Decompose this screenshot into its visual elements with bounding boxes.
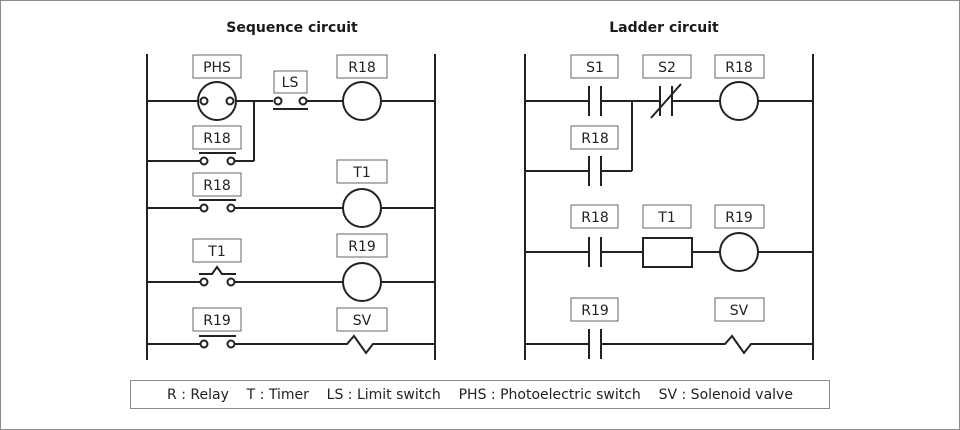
s1-label-box xyxy=(570,54,619,79)
ladder-rung-2: R18 T1 R19 xyxy=(525,204,813,272)
ladder-t1-label-box xyxy=(642,204,692,229)
seq-rung-3: R18 T1 xyxy=(147,159,435,228)
ladder-title: Ladder circuit xyxy=(609,20,719,36)
s1-label: S1 xyxy=(586,60,604,76)
ls-contact-terminal xyxy=(273,96,283,106)
seq-rung-1: PHS LS R18 xyxy=(147,54,435,121)
seq-rung-5: R19 SV xyxy=(147,307,435,355)
r18-coil-symbol xyxy=(342,81,382,121)
ls-label: LS xyxy=(282,75,299,91)
seq-rung-2: R18 xyxy=(147,101,255,166)
t1-timer-symbol xyxy=(642,237,693,268)
sv-label: SV xyxy=(353,313,372,329)
sequence-circuit: Sequence circuit PHS LS R18 xyxy=(146,20,436,360)
ladder-circuit: Ladder circuit S1 S2 R18 xyxy=(524,20,814,360)
ladder-r18-coil-label-box xyxy=(714,54,765,79)
sequence-title: Sequence circuit xyxy=(226,20,358,36)
r19-contact-label: R19 xyxy=(203,313,231,329)
t1-contact-label: T1 xyxy=(207,244,225,260)
r18-contact-label: R18 xyxy=(203,131,231,147)
sv-label-box xyxy=(336,307,388,332)
ladder-r18-hold-label-box xyxy=(570,125,619,150)
r18-coil-label-box xyxy=(336,54,388,79)
ladder-r19-contact-label-box xyxy=(570,297,619,322)
ladder-r19-coil-label-box xyxy=(714,204,765,229)
t1-coil-label: T1 xyxy=(352,165,370,181)
ladder-sv-solenoid-symbol xyxy=(601,334,813,355)
r18-coil-label: R18 xyxy=(348,60,376,76)
r19-coil-symbol xyxy=(342,262,382,302)
legend: R : Relay T : Timer LS : Limit switch PH… xyxy=(130,380,830,409)
ladder-r19-contact-label: R19 xyxy=(581,303,609,319)
ladder-rung-3: R19 SV xyxy=(525,297,813,359)
ladder-sv-label: SV xyxy=(730,303,749,319)
ladder-r18-coil-symbol xyxy=(719,81,759,121)
s2-label-box xyxy=(642,54,692,79)
r19-contact-label-box xyxy=(192,307,242,332)
r18-contact-2-label: R18 xyxy=(203,178,231,194)
t1-coil-symbol xyxy=(342,188,382,228)
ladder-r19-coil-symbol xyxy=(719,232,759,272)
ladder-rung-1: S1 S2 R18 xyxy=(525,54,813,121)
r18-contact-label-box xyxy=(192,125,242,150)
s2-nc-slash xyxy=(650,83,682,119)
s2-label: S2 xyxy=(658,60,676,76)
ls-label-box xyxy=(273,70,308,94)
ladder-self-hold: R18 xyxy=(525,101,633,186)
ladder-r18-contact-label-box xyxy=(570,204,619,229)
timer-contact-bar xyxy=(199,265,236,275)
t1-coil-label-box xyxy=(336,159,388,184)
phs-label-box xyxy=(192,54,242,79)
ladder-r18-hold-label: R18 xyxy=(581,131,609,147)
legend-text: R : Relay T : Timer LS : Limit switch PH… xyxy=(167,386,793,403)
ladder-sv-label-box xyxy=(714,297,765,322)
ladder-r18-coil-label: R18 xyxy=(725,60,753,76)
t1-contact-label-box xyxy=(192,238,242,263)
ladder-r18-contact-label: R18 xyxy=(581,210,609,226)
sv-solenoid-symbol xyxy=(235,334,435,355)
seq-rung-4: T1 R19 xyxy=(147,233,435,302)
r18-contact-2-label-box xyxy=(192,172,242,197)
ladder-r19-coil-label: R19 xyxy=(725,210,753,226)
ladder-t1-label: T1 xyxy=(657,210,675,226)
phs-label: PHS xyxy=(203,60,231,76)
r19-coil-label: R19 xyxy=(348,239,376,255)
r19-coil-label-box xyxy=(336,233,388,258)
